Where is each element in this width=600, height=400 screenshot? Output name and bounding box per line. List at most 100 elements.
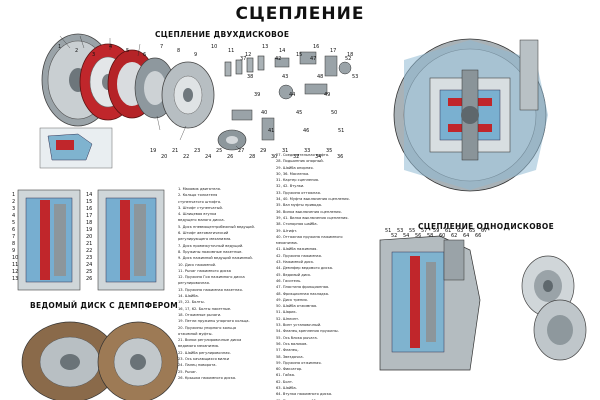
legend-item: 46. Гаситель. [276,278,302,283]
legend-item: 25. Рычаг. [178,369,198,374]
callout-number: 28 [249,154,255,160]
callout-number: 59 [433,228,439,234]
legend-right-column: 27. Соединительная муфта.28. Подшипник о… [276,152,350,400]
callout-number: 7 [160,44,163,50]
legend-item: механизма. [276,241,298,246]
callout-number: 8 [177,48,180,54]
single-discs [521,255,587,361]
callout-number: 25 [86,269,92,275]
callout-number: 17 [86,213,92,219]
callout-number: 13 [262,44,268,50]
callout-number: 5 [126,48,129,54]
callout-number: 15 [86,199,92,205]
callout-number: 2 [75,48,78,54]
callout-number: 14 [86,192,92,198]
callout-number: 62 [451,233,457,239]
damper-discs [21,321,179,400]
callout-number: 63 [457,228,463,234]
callout-number: 50 [331,110,337,116]
legend-item: 19. Петли пружины упорного кольца. [178,319,250,324]
callout-number: 6 [143,52,146,58]
callout-number: 45 [296,110,302,116]
callout-number: 47 [310,56,316,62]
callout-number: 14 [279,48,285,54]
cross-section-assembly [393,38,548,192]
callout-number: 34 [315,154,321,160]
callout-number: 12 [12,269,18,275]
callout-number: 17 [330,48,336,54]
callout-number: 66 [475,233,481,239]
callout-number: 36 [337,154,343,160]
callout-number: 20 [161,154,167,160]
callout-number: 22 [183,154,189,160]
legend-item: 39, 41. Вилка выключения сцепления. [276,215,349,220]
legend-item: 24. Палец поворота. [178,363,217,368]
legend-item: 45. Ведомый диск. [276,272,312,277]
subtitle-damper-disc: ВЕДОМЫЙ ДИСК С ДЕМПФЕРОМ [30,301,178,310]
callout-number: 10 [211,44,217,50]
legend-item: 28. Подшипник опорный. [276,159,324,164]
legend-item: 14. Шайба. [178,294,199,299]
callout-number: 20 [86,234,92,240]
legend-item: 29. Шайба опорная. [276,165,314,170]
callout-number: 21 [172,148,178,154]
legend-item: 18. Отжимные рычаги. [178,312,222,317]
callout-number: 60 [439,233,445,239]
callout-number: 52 [391,233,397,239]
callout-number: 67 [481,228,487,234]
legend-item: 38. Стопорная шайба. [276,222,318,227]
callout-number: 31 [282,148,288,154]
legend-item: 50. Шайба отжимная. [276,304,318,309]
legend-item: 59. Пружина отжимная. [276,360,322,365]
callout-number: 7 [12,234,15,240]
callout-number: 24 [205,154,211,160]
legend-item: 39. Штифт. [276,228,298,233]
legend-item: 55. Ось блока рычага. [276,335,318,340]
single-disc-section [379,235,481,371]
callout-number: 11 [228,48,234,54]
legend-item: 32, 42. Втулки. [276,184,305,189]
legend-item: 20. Пружины упорного кольца [178,325,237,330]
callout-number: 58 [427,233,433,239]
callout-number: 9 [12,248,15,254]
callout-number: 26 [227,154,233,160]
legend-item: 30, 36. Масленка. [276,171,310,176]
legend-item: 47. Пластина фрикционная. [276,285,330,290]
callout-number: 15 [296,52,302,58]
callout-number: 3 [92,52,95,58]
legend-item: ведущего малого диска. [178,218,225,223]
legend-item: 26. Крышка нажимного диска. [178,375,237,380]
legend-item: 13. Пружина нажимная пакетная. [178,287,243,292]
callout-number: 41 [268,128,274,134]
callout-number: 3 [12,206,15,212]
callout-number: 21 [86,241,92,247]
legend-item: 57. Фланец. [276,348,299,353]
callout-number: 61 [445,228,451,234]
callout-number: 39 [254,92,260,98]
legend-item: 48. Фрикционная накладка. [276,291,330,296]
legend-item: 60. Фиксатор. [276,367,303,372]
callout-number: 10 [12,255,18,261]
legend-item: 11. Рычаг нажимного диска [178,268,232,273]
legend-item: 64. Втулка нажимного диска. [276,392,333,397]
legend-item: 5. Диск пневмоцентробежный ведущий. [178,224,255,229]
callout-number: 40 [261,110,267,116]
callout-numbers: 1234567891011121314151617181920212223242… [12,44,487,282]
callout-number: 19 [86,227,92,233]
inset-detail [39,127,113,169]
callout-number: 43 [282,74,288,80]
legend-item: 61. Гайка. [276,373,296,378]
callout-number: 22 [86,248,92,254]
callout-number: 12 [245,52,251,58]
legend-item: 6. Штифт автоматический [178,231,229,236]
callout-number: 30 [271,154,277,160]
legend-item: 7. Диск промежуточный ведущий. [178,243,244,248]
legend-item: 1. Маховик двигателя. [178,187,221,191]
callout-number: 29 [260,148,266,154]
legend-item: 2. Кольцо толкателя [178,193,218,198]
legend-item: 4. Шлицевая втулка [178,212,217,217]
callout-number: 55 [409,228,415,234]
callout-number: 49 [324,92,330,98]
exploded-assembly [41,33,352,151]
